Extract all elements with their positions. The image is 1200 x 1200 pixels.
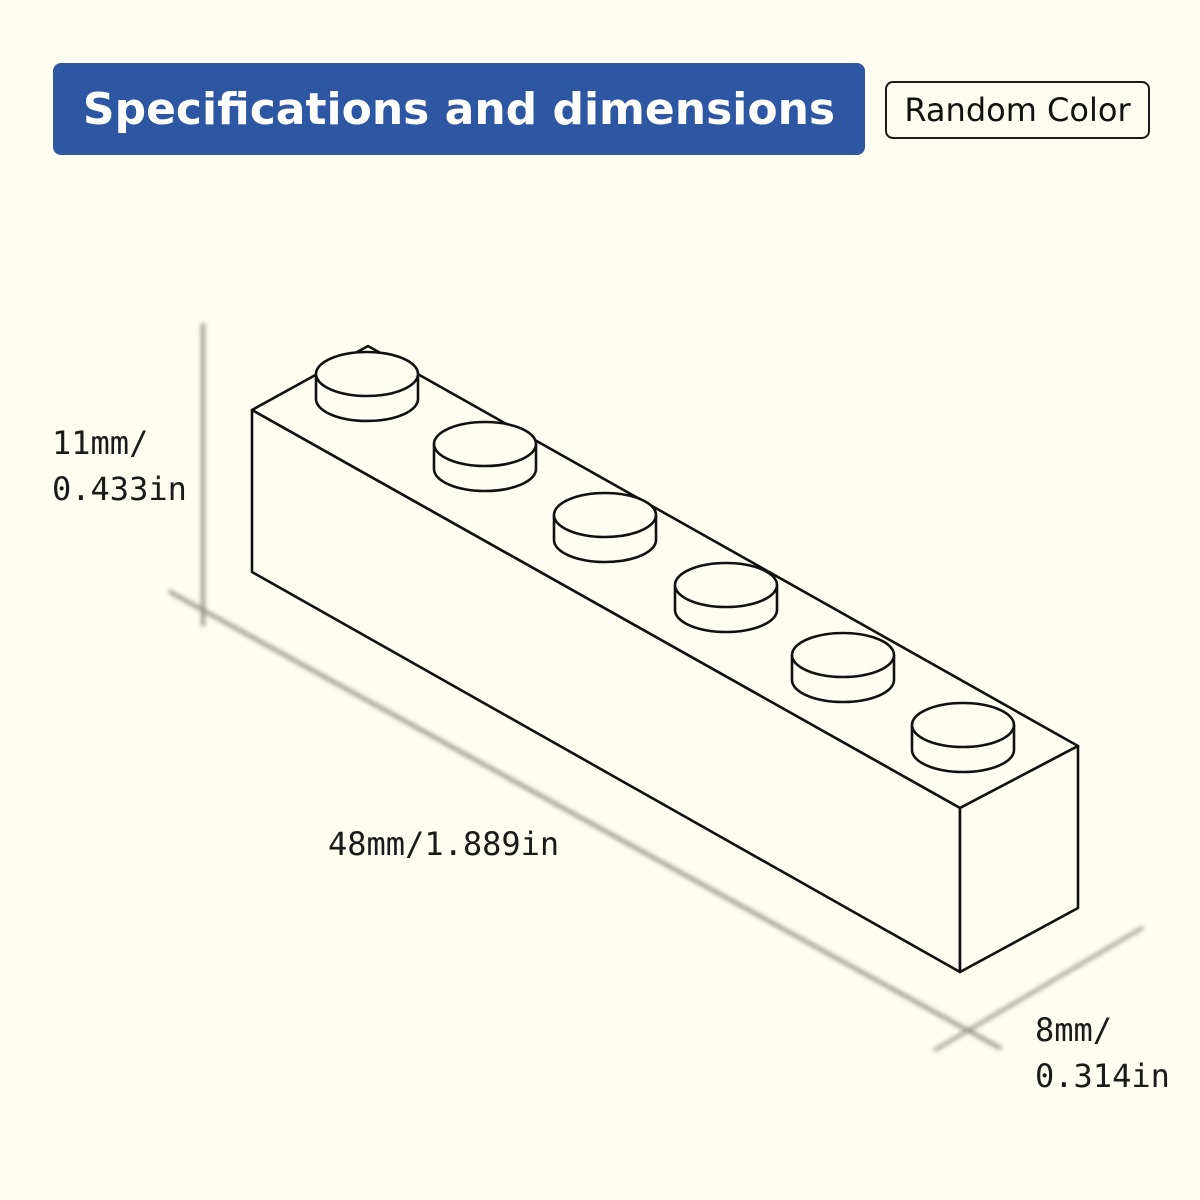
brick-end-face (958, 744, 1080, 974)
dimension-lines (168, 323, 1144, 1052)
length-dimension-label: 48mm/1.889in (328, 821, 559, 867)
stud (314, 350, 420, 423)
width-in-text: 0.314in (1035, 1057, 1170, 1095)
stud (552, 491, 658, 564)
color-badge-label: Random Color (904, 91, 1131, 129)
brick-studs (314, 350, 1016, 774)
length-text: 48mm/1.889in (328, 825, 560, 863)
stud (432, 420, 538, 493)
color-badge: Random Color (885, 81, 1150, 139)
height-mm-text: 11mm/ (52, 424, 149, 462)
stud (910, 701, 1016, 774)
stud (790, 631, 896, 704)
width-mm-text: 8mm/ (1035, 1011, 1113, 1049)
page-title: Specifications and dimensions (82, 83, 836, 135)
length-dimension-line (168, 590, 1002, 1050)
title-banner: Specifications and dimensions (53, 63, 865, 155)
width-dimension-label: 8mm/ 0.314in (1035, 1007, 1170, 1099)
height-dimension-label: 11mm/ 0.433in (52, 420, 187, 512)
width-dimension-line (933, 926, 1144, 1052)
stud (673, 561, 779, 634)
brick-body (250, 344, 1080, 974)
height-in-text: 0.433in (52, 470, 187, 508)
